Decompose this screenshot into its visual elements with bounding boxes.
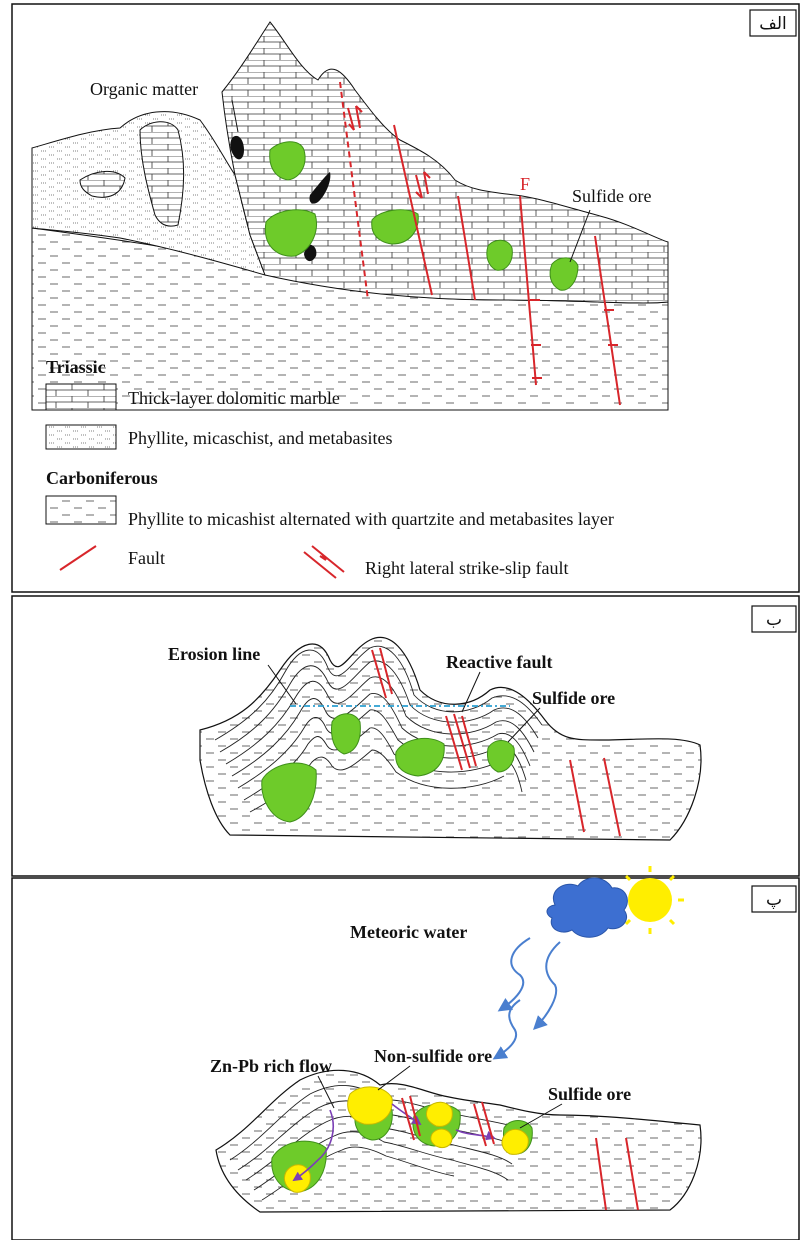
panel-tag-peh: پ: [752, 886, 796, 912]
legend-strike-slip-symbol: [304, 546, 344, 578]
sulfide-ore-label: Sulfide ore: [572, 186, 651, 206]
organic-matter-label: Organic matter: [90, 79, 198, 99]
panel-tag-beh: ب: [752, 606, 796, 632]
legend-phyllite-carb-swatch: [46, 496, 116, 524]
sulfide-ore-p2-label: Sulfide ore: [532, 688, 615, 708]
legend-triassic-heading: Triassic: [46, 357, 106, 377]
sulfide-ore-p3-label: Sulfide ore: [548, 1084, 631, 1104]
erosion-line-label: Erosion line: [168, 644, 260, 664]
panel-beh: ب Erosion line Re: [12, 596, 799, 876]
panel-peh: پ Meteoric water: [12, 866, 799, 1240]
legend-phyllite-tri-label: Phyllite, micaschist, and metabasites: [128, 428, 392, 448]
legend-carboniferous-heading: Carboniferous: [46, 468, 158, 488]
panel-tag-alef-text: الف: [759, 14, 787, 34]
non-sulfide-ore-label: Non-sulfide ore: [374, 1046, 492, 1066]
legend-marble-label: Thick-layer dolomitic marble: [128, 388, 340, 408]
panel-tag-alef: الف: [750, 10, 796, 36]
legend-marble-swatch: [46, 384, 116, 410]
non-sulfide-ore-p3-5: [502, 1129, 528, 1154]
fault-f-label: F: [520, 174, 530, 194]
legend-fault-symbol: [60, 546, 96, 570]
znpb-flow-label: Zn-Pb rich flow: [210, 1056, 332, 1076]
meteoric-water-label: Meteoric water: [350, 922, 467, 942]
cloud-icon: [547, 878, 627, 937]
panel-alef: الف Organic matter Sulfide ore: [12, 4, 799, 592]
sulfide-ore-body-4: [487, 240, 512, 270]
non-sulfide-ore-p3-3: [426, 1102, 452, 1126]
non-sulfide-ore-p3-4: [431, 1129, 452, 1148]
legend-fault-label: Fault: [128, 548, 165, 568]
meteoric-water-arrows: [495, 938, 560, 1058]
legend-strike-slip-label: Right lateral strike-slip fault: [365, 558, 568, 578]
legend-phyllite-carb-label: Phyllite to micashist alternated with qu…: [128, 509, 614, 529]
panel-tag-beh-text: ب: [766, 610, 782, 630]
panel-tag-peh-text: پ: [766, 890, 782, 910]
reactive-fault-label: Reactive fault: [446, 652, 552, 672]
legend-phyllite-tri-swatch: [46, 425, 116, 449]
